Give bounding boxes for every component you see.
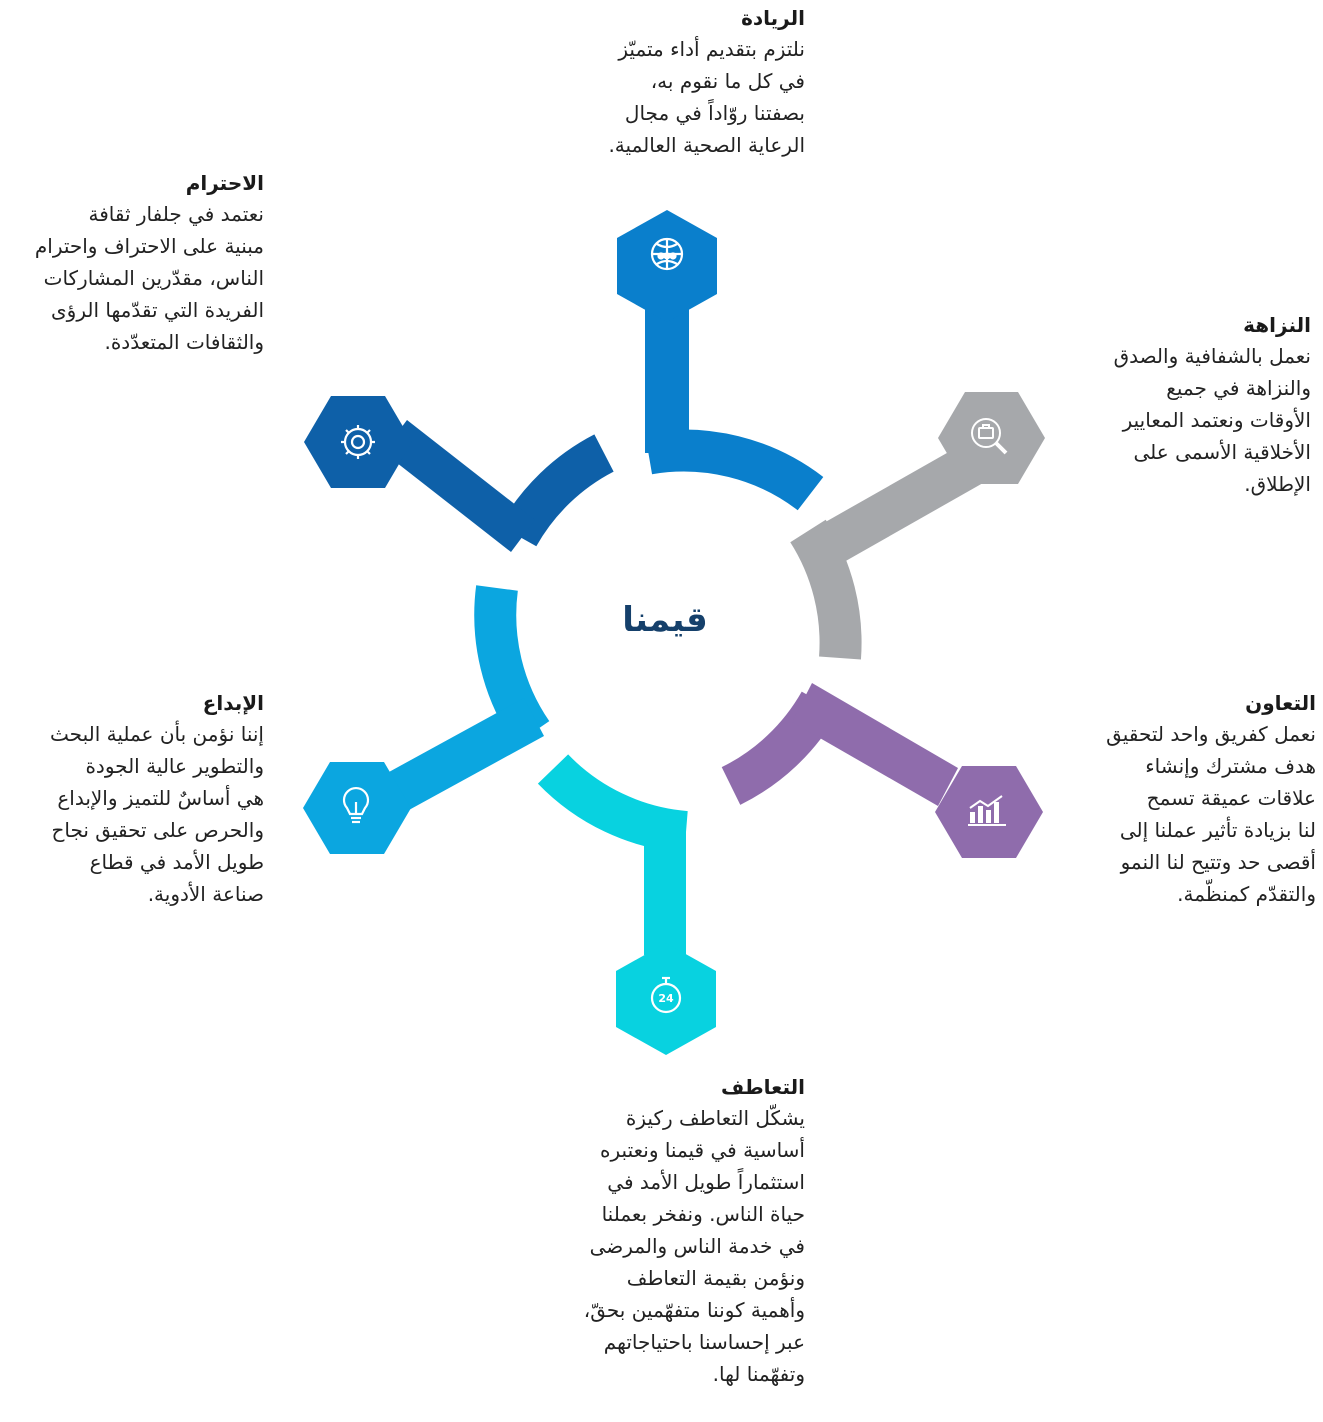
value-text-collaboration: نعمل كفريق واحد لتحقيق هدف مشترك وإنشاء … (1106, 722, 1316, 906)
value-leadership: الريادة نلتزم بتقديم أداء متميّز في كل م… (500, 3, 805, 161)
value-title-respect: الاحترام (185, 171, 264, 195)
branch-collaboration (721, 683, 1043, 858)
connector-leadership (645, 290, 689, 453)
connector-empathy (644, 832, 686, 955)
value-respect: الاحترام نعتمد في جلفار ثقافة مبنية على … (8, 168, 264, 358)
value-title-integrity: النزاهة (1243, 313, 1311, 337)
connector-collaboration (792, 683, 958, 806)
gear-cycle-icon (341, 425, 375, 459)
value-innovation: الإبداع إننا نؤمن بأن عملية البحث والتطو… (8, 688, 264, 910)
branch-respect (304, 396, 615, 552)
value-empathy: التعاطف يشكّل التعاطف ركيزة أساسية في قي… (500, 1072, 805, 1390)
value-title-empathy: التعاطف (721, 1075, 805, 1099)
value-text-integrity: نعمل بالشفافية والصدق والنزاهة في جميع ا… (1113, 344, 1311, 496)
branch-empathy: 24 (537, 754, 716, 1055)
lightbulb-icon (342, 786, 370, 824)
value-text-respect: نعتمد في جلفار ثقافة مبنية على الاحتراف … (34, 202, 264, 354)
value-integrity: النزاهة نعمل بالشفافية والصدق والنزاهة ف… (1010, 310, 1311, 500)
value-title-leadership: الريادة (741, 6, 805, 30)
connector-integrity (799, 445, 983, 575)
globe-people-icon (650, 237, 684, 271)
connector-innovation (378, 698, 544, 816)
stopwatch-24-icon: 24 (650, 976, 682, 1014)
arc-leadership (644, 429, 824, 511)
center-title: قيمنا (622, 600, 708, 640)
value-text-innovation: إننا نؤمن بأن عملية البحث والتطوير عالية… (50, 722, 264, 906)
growth-chart-icon (968, 795, 1006, 826)
branch-leadership (617, 210, 824, 511)
branch-innovation (303, 585, 550, 854)
hexagon-respect[interactable] (304, 396, 412, 488)
hexagon-empathy[interactable] (616, 943, 716, 1055)
value-text-empathy: يشكّل التعاطف ركيزة أساسية في قيمنا ونعت… (583, 1106, 805, 1386)
value-title-innovation: الإبداع (202, 691, 264, 715)
value-title-collaboration: التعاون (1245, 691, 1316, 715)
branch-integrity (790, 392, 1045, 660)
value-text-leadership: نلتزم بتقديم أداء متميّز في كل ما نقوم ب… (608, 37, 805, 157)
svg-text:24: 24 (658, 992, 674, 1005)
arc-empathy (537, 754, 689, 853)
connector-respect (383, 420, 535, 552)
value-collaboration: التعاون نعمل كفريق واحد لتحقيق هدف مشترك… (1010, 688, 1316, 910)
magnifier-briefcase-icon (971, 418, 1008, 455)
